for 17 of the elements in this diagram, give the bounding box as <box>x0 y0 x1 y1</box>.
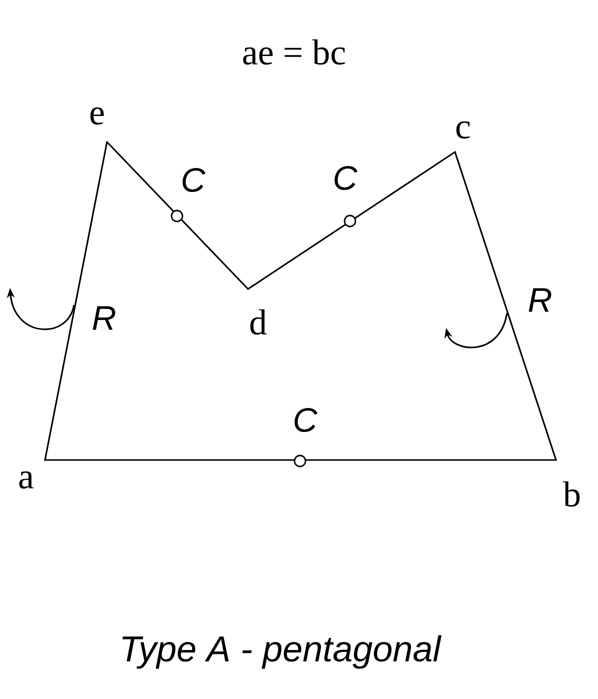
vertex-label: e <box>90 107 104 125</box>
title: ae = bc <box>243 39 346 65</box>
edge-label: C <box>294 408 318 432</box>
edge-label: R <box>528 288 552 312</box>
polygon-side <box>454 151 557 461</box>
vertex-label: b <box>563 481 580 507</box>
edge-label: C <box>334 166 358 190</box>
edge-label: R <box>92 306 116 330</box>
polygon-side <box>44 459 557 461</box>
vertex-label: a <box>19 471 34 489</box>
polygon-side <box>44 141 108 461</box>
vertex-label: d <box>250 309 267 335</box>
polygon-side <box>247 151 456 290</box>
edge-label: C <box>182 168 206 192</box>
vertex-label: c <box>456 121 470 139</box>
polygon-side <box>106 141 249 290</box>
caption: Type A - pentagonal <box>122 635 442 669</box>
